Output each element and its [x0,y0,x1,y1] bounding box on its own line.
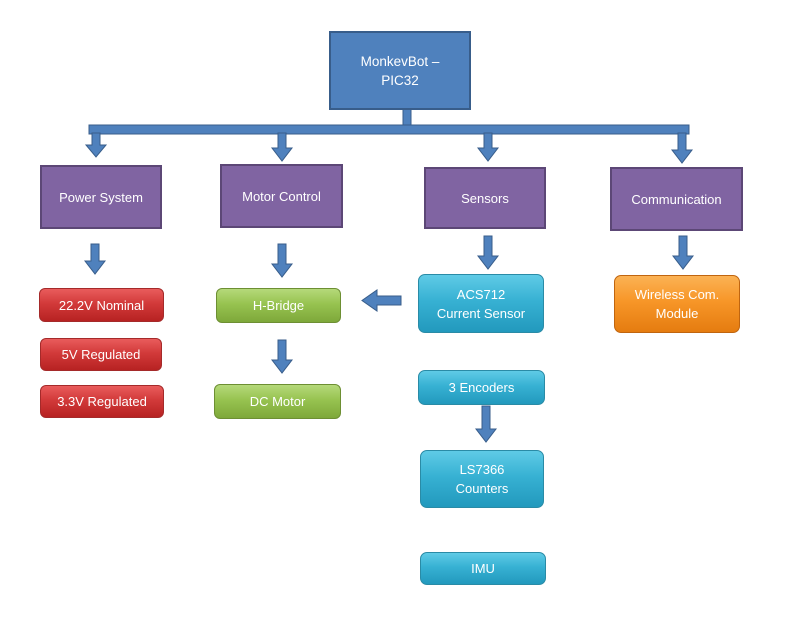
arrow-encoders-ls7366 [474,405,498,443]
arrow-motor-hbridge [270,243,294,278]
wireless-label: Wireless Com. Module [634,287,720,321]
arrow-to-power [84,132,108,158]
sensor-item-imu: IMU [420,552,546,585]
arrow-sensors-acs712 [476,235,500,270]
arrow-comm-wireless [671,235,695,270]
category-power-label: Power System [59,189,143,205]
dc-motor-label: DC Motor [249,394,306,409]
arrow-to-communication [670,132,694,164]
arrow-to-sensors [476,132,500,162]
category-motor-label: Motor Control [242,188,321,204]
category-communication: Communication [610,167,743,231]
sensor-item-ls7366: LS7366 Counters [420,450,544,508]
power-item-22v: 22.2V Nominal [39,288,164,322]
bus-bar [88,124,690,135]
imu-label: IMU [471,561,495,576]
encoders-label: 3 Encoders [448,380,515,395]
category-sensors-label: Sensors [461,190,509,206]
category-communication-label: Communication [631,191,722,207]
motor-item-h-bridge: H-Bridge [216,288,341,323]
motor-item-dc-motor: DC Motor [214,384,341,419]
arrow-power-items [83,243,107,275]
comm-item-wireless: Wireless Com. Module [614,275,740,333]
category-motor-control: Motor Control [220,164,343,228]
power-item-label: 22.2V Nominal [58,297,145,313]
root-connector [402,107,412,127]
root-label: MonkevBot – PIC32 [360,53,440,88]
h-bridge-label: H-Bridge [252,298,305,313]
arrow-hbridge-dcmotor [270,339,294,374]
arrow-acs712-hbridge [361,289,402,312]
power-item-label: 5V Regulated [61,347,141,362]
ls7366-label: LS7366 Counters [455,462,509,496]
category-sensors: Sensors [424,167,546,229]
power-item-5v: 5V Regulated [40,338,162,371]
arrow-to-motor [270,132,294,162]
category-power-system: Power System [40,165,162,229]
root-node: MonkevBot – PIC32 [329,31,471,110]
sensor-item-encoders: 3 Encoders [418,370,545,405]
sensor-item-acs712: ACS712 Current Sensor [418,274,544,333]
power-item-3v3: 3.3V Regulated [40,385,164,418]
power-item-label: 3.3V Regulated [57,394,147,409]
acs712-label: ACS712 Current Sensor [436,286,526,321]
